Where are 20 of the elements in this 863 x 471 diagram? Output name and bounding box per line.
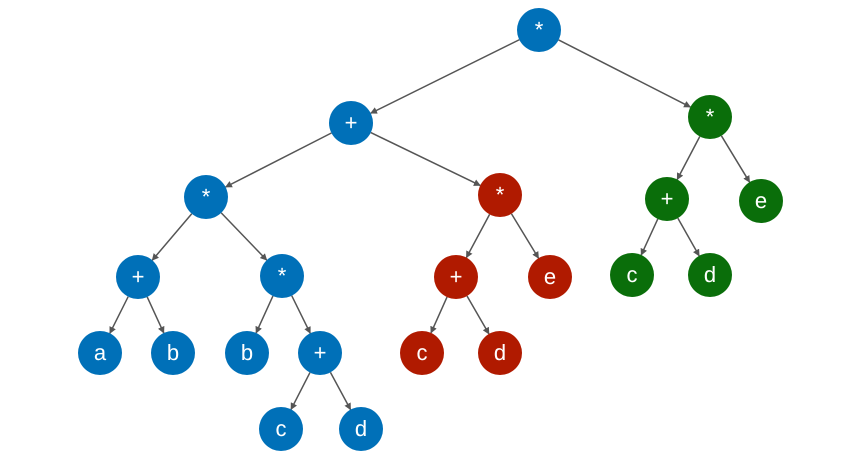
arrow: [677, 218, 700, 256]
arrow: [290, 372, 311, 410]
arrow: [220, 212, 268, 261]
arrow: [558, 39, 692, 108]
arrow: [640, 218, 658, 256]
arrow: [510, 213, 540, 259]
arrow: [255, 296, 274, 334]
arrow: [676, 136, 700, 180]
arrow: [466, 214, 490, 258]
arrow: [466, 296, 490, 335]
arrow: [330, 372, 352, 410]
arrow: [370, 39, 520, 114]
arrow: [146, 296, 164, 334]
arrow: [224, 132, 332, 188]
arrow: [720, 135, 750, 183]
arrow: [291, 295, 311, 334]
arrow: [430, 296, 448, 334]
arrow: [152, 213, 192, 261]
arrow: [370, 132, 481, 186]
arrow: [109, 296, 129, 334]
